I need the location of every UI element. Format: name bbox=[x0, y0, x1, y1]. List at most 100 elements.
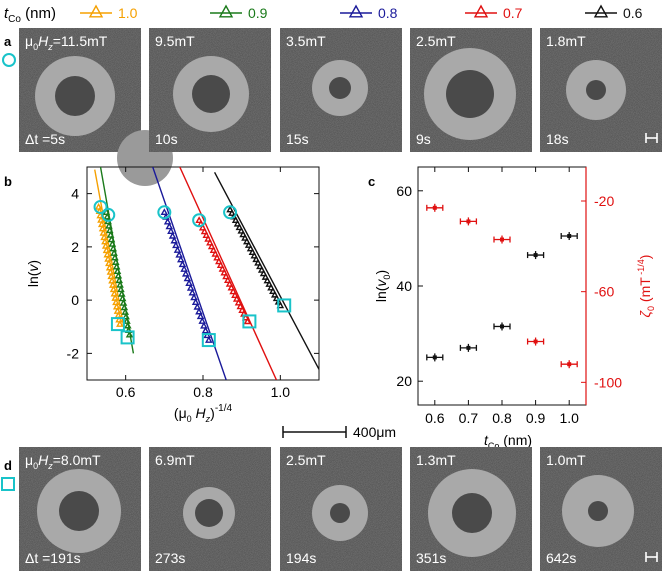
data-point bbox=[204, 234, 212, 242]
panel-letter-d: d bbox=[4, 458, 12, 473]
time-label: 9s bbox=[416, 131, 431, 147]
field-label: μ0Hz=8.0mT bbox=[25, 452, 101, 471]
data-point bbox=[190, 293, 198, 301]
y-tick-label-left: 20 bbox=[396, 373, 412, 389]
data-point bbox=[218, 264, 227, 272]
data-point bbox=[183, 274, 192, 282]
x-tick-label: 0.8 bbox=[193, 384, 213, 400]
y-axis-label-close: ) bbox=[373, 270, 389, 275]
field-label: 1.0mT bbox=[546, 452, 586, 468]
data-point bbox=[239, 230, 247, 238]
legend-title: tCo (nm) bbox=[4, 5, 56, 25]
point-marker bbox=[432, 355, 437, 360]
data-point bbox=[272, 294, 281, 302]
y-tick-label-right: -20 bbox=[594, 193, 614, 209]
field-label: 1.3mT bbox=[416, 452, 456, 468]
data-point bbox=[560, 232, 578, 241]
data-point bbox=[188, 288, 197, 296]
data-point bbox=[181, 269, 190, 277]
field-label-h: H bbox=[38, 33, 49, 49]
x-tick-label: 1.0 bbox=[271, 384, 291, 400]
data-point bbox=[246, 244, 255, 252]
point-marker bbox=[500, 237, 504, 242]
time-label: 194s bbox=[286, 550, 316, 566]
data-point bbox=[191, 298, 200, 305]
y-axis-label-v: v bbox=[373, 279, 389, 287]
plot-c-frame bbox=[417, 166, 587, 406]
fit-line bbox=[179, 167, 278, 380]
time-label: 273s bbox=[155, 550, 185, 566]
x-axis-label-close: ) bbox=[210, 405, 215, 421]
field-label: 9.5mT bbox=[155, 33, 195, 49]
data-point bbox=[257, 265, 266, 273]
data-point bbox=[206, 238, 214, 246]
micrograph: 1.3mT 351s bbox=[410, 447, 532, 571]
y-axis-label-sub: 0 bbox=[382, 275, 392, 280]
data-point bbox=[459, 343, 478, 352]
time-label: 18s bbox=[546, 131, 569, 147]
data-point bbox=[168, 231, 177, 239]
x-axis-label-t: t bbox=[484, 432, 489, 448]
data-point bbox=[170, 236, 179, 244]
scale-bar-icon bbox=[645, 552, 658, 562]
data-point bbox=[180, 265, 188, 272]
field-label: 2.5mT bbox=[416, 33, 456, 49]
data-point bbox=[235, 223, 244, 231]
point-marker bbox=[500, 324, 504, 329]
data-point bbox=[198, 317, 207, 324]
plot-b-series bbox=[94, 167, 319, 380]
time-label: Δt =191s bbox=[25, 550, 81, 566]
legend-label: 0.8 bbox=[378, 5, 398, 21]
x-tick-label: 0.6 bbox=[425, 410, 445, 426]
time-label: Δt =5s bbox=[25, 131, 65, 147]
field-label-h: H bbox=[38, 452, 49, 468]
legend-label: 1.0 bbox=[118, 5, 138, 21]
data-point bbox=[259, 269, 268, 277]
y-axis-label-left: ln(v0) bbox=[373, 270, 392, 302]
panel-letter-c: c bbox=[368, 174, 375, 189]
y-tick-label-left: 40 bbox=[396, 278, 412, 294]
data-point bbox=[223, 276, 232, 283]
square-marker bbox=[277, 298, 292, 313]
time-label: 351s bbox=[416, 550, 446, 566]
data-point bbox=[232, 294, 241, 302]
data-point bbox=[167, 227, 175, 234]
data-point bbox=[116, 320, 124, 327]
data-point bbox=[243, 317, 252, 325]
domain-core bbox=[59, 491, 99, 531]
data-point bbox=[177, 255, 185, 263]
domain-core bbox=[192, 75, 230, 113]
data-point bbox=[270, 290, 279, 298]
data-point bbox=[213, 253, 221, 261]
y-axis-label-right-zeta: ζ bbox=[637, 309, 653, 317]
data-point bbox=[228, 209, 236, 216]
data-point bbox=[226, 205, 234, 213]
data-point bbox=[243, 237, 251, 245]
data-point bbox=[238, 306, 246, 313]
data-point bbox=[493, 235, 511, 244]
data-point bbox=[237, 226, 246, 234]
circle-marker bbox=[192, 213, 207, 228]
y-axis-label-close: ) bbox=[25, 260, 41, 265]
point-marker bbox=[567, 234, 572, 239]
y-tick-label: -2 bbox=[67, 345, 80, 361]
data-point bbox=[220, 268, 228, 276]
micrograph: μ0Hz=8.0mT Δt =191s bbox=[19, 447, 141, 571]
square-marker-icon bbox=[1, 477, 15, 491]
fit-line bbox=[94, 169, 125, 327]
y-tick-label: 2 bbox=[71, 239, 79, 255]
scale-bar: 400μm bbox=[282, 424, 396, 440]
data-point bbox=[229, 287, 237, 295]
domain-core bbox=[195, 499, 223, 527]
data-point bbox=[426, 203, 444, 212]
data-point bbox=[241, 233, 249, 241]
circle-marker bbox=[101, 207, 116, 222]
data-point bbox=[267, 283, 275, 291]
